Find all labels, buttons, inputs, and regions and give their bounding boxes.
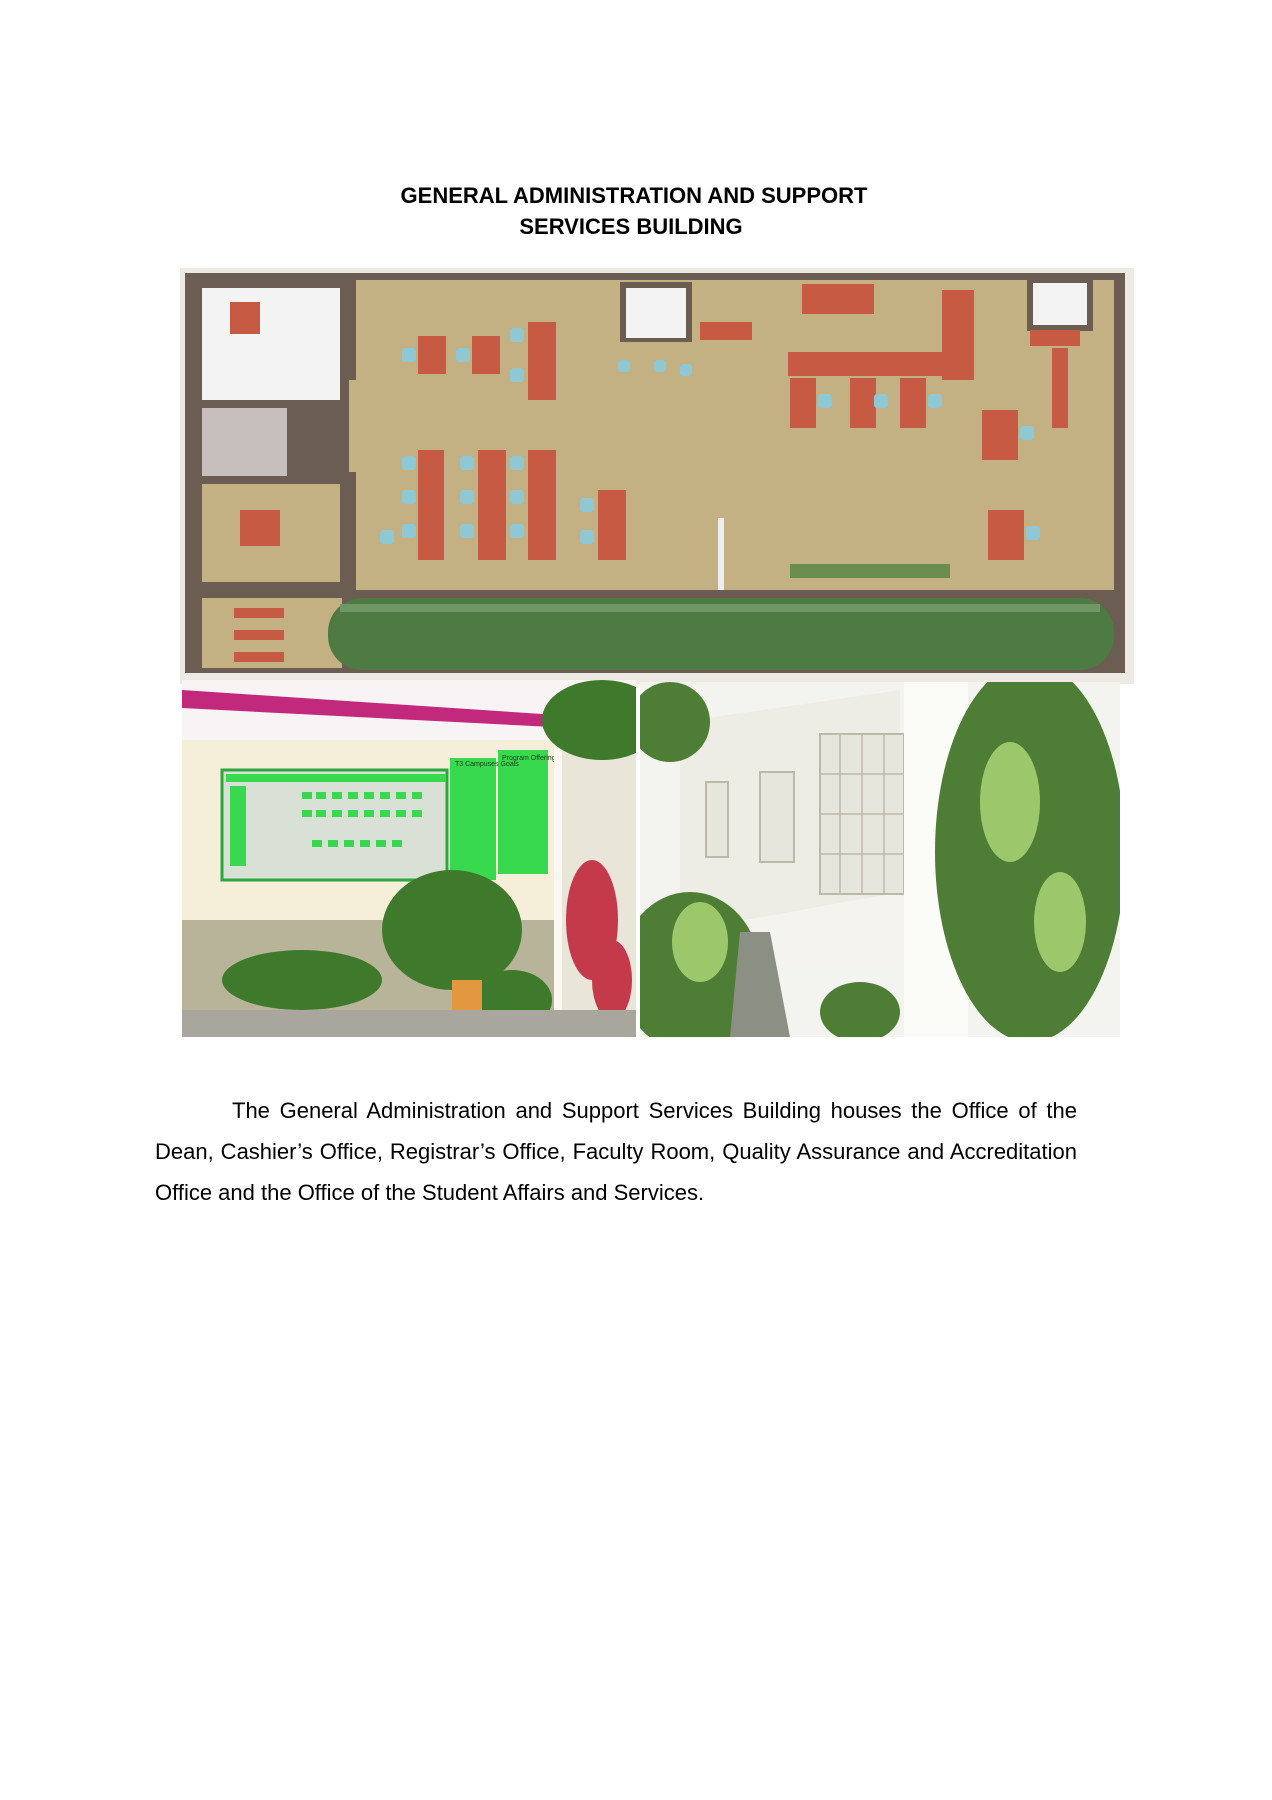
- board-heading-programs: Program Offerings: [502, 755, 560, 762]
- description-paragraph: The General Administration and Support S…: [155, 1090, 1077, 1213]
- floor-plan-image: [180, 268, 1134, 684]
- description-text: The General Administration and Support S…: [155, 1098, 1077, 1205]
- page-title: GENERAL ADMINISTRATION AND SUPPORT SERVI…: [0, 180, 1272, 242]
- title-line-1: GENERAL ADMINISTRATION AND SUPPORT: [400, 183, 868, 208]
- title-line-2: SERVICES BUILDING: [519, 214, 743, 239]
- board-heading-goals: T3 Campuses Goals: [455, 761, 519, 768]
- signage-board-photo: T3 Campuses Goals Program Offerings: [182, 680, 636, 1037]
- corridor-photo: [640, 682, 1120, 1037]
